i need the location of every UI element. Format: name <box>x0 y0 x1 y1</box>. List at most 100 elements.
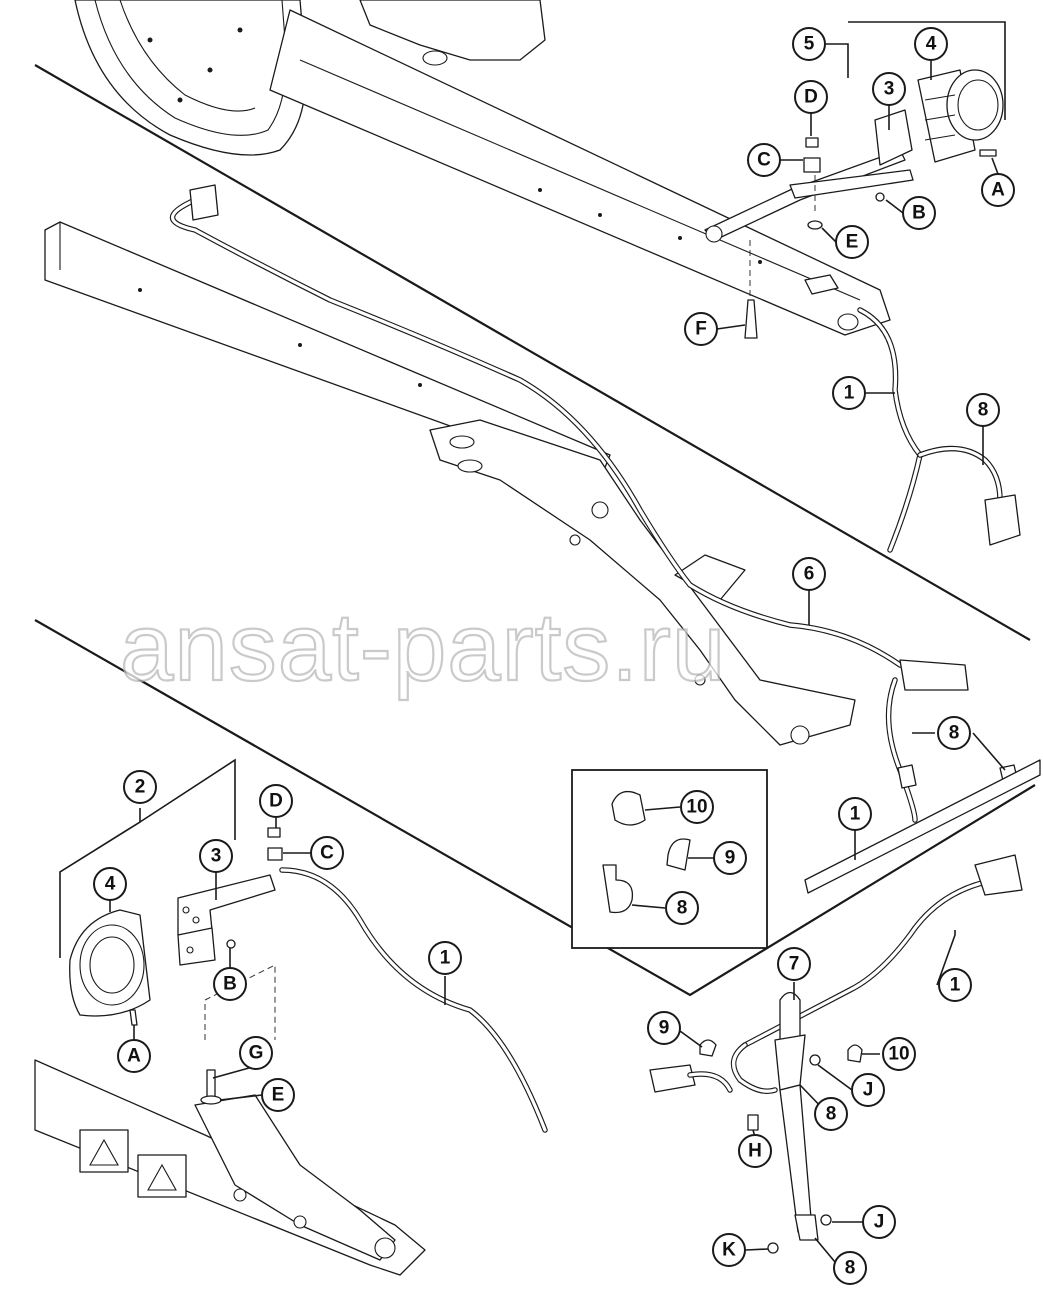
callout-top-F: F <box>684 312 718 346</box>
upper-frame-beam <box>269 0 891 336</box>
bottom-bracket <box>177 874 276 936</box>
svg-text:4: 4 <box>105 874 116 895</box>
callout-top-C: C <box>747 143 781 177</box>
nut-j-lower <box>820 1214 832 1226</box>
nut-d-top <box>805 137 819 148</box>
spacer-c-top <box>803 157 821 173</box>
wheel <box>74 0 307 156</box>
callout-top-3: 3 <box>872 72 906 106</box>
svg-text:3: 3 <box>884 79 895 100</box>
svg-text:4: 4 <box>926 34 937 55</box>
plug-connector <box>974 854 1023 896</box>
svg-text:J: J <box>874 1212 885 1233</box>
bolt-a-bottom <box>129 1009 138 1026</box>
callout-top-A: A <box>981 173 1015 207</box>
top-frame-assembly <box>44 0 1021 823</box>
nut-d-bottom <box>267 827 281 838</box>
callout-br-H: H <box>738 1134 772 1168</box>
harness-strip <box>804 759 1041 894</box>
callout-top-1: 1 <box>832 376 866 410</box>
svg-text:F: F <box>695 319 707 340</box>
washer-e-bottom <box>200 1095 222 1105</box>
callout-br-9: 9 <box>647 1011 681 1045</box>
mid-connector <box>899 659 969 691</box>
sensor-connector <box>189 184 219 221</box>
top-light-bracket <box>704 109 914 243</box>
nut-b-bottom <box>226 939 236 949</box>
callout-top-4: 4 <box>914 27 948 61</box>
svg-text:1: 1 <box>950 975 961 996</box>
bolt-f <box>744 299 758 339</box>
bolt-k <box>767 1242 779 1254</box>
clip-9-bottom <box>699 1039 717 1057</box>
svg-text:3: 3 <box>211 846 222 867</box>
bolt-h <box>747 1114 759 1131</box>
clip-10-bottom <box>847 1044 863 1063</box>
callout-bl-2: 2 <box>123 770 157 804</box>
svg-text:C: C <box>757 150 771 171</box>
svg-text:J: J <box>863 1080 874 1101</box>
svg-text:C: C <box>320 843 334 864</box>
svg-text:2: 2 <box>135 777 146 798</box>
svg-text:D: D <box>269 791 283 812</box>
callout-bl-E: E <box>261 1078 295 1112</box>
callout-bl-B: B <box>213 967 247 1001</box>
callout-br-10: 10 <box>882 1037 916 1071</box>
svg-text:8: 8 <box>677 898 688 919</box>
callout-bl-1: 1 <box>428 941 462 975</box>
pigtail-connector <box>649 1064 696 1093</box>
watermark: ansat-parts.ru <box>120 594 726 701</box>
callout-br-7: 7 <box>777 947 811 981</box>
vertical-bar <box>779 1084 813 1233</box>
svg-text:9: 9 <box>659 1018 670 1039</box>
svg-text:5: 5 <box>804 34 815 55</box>
bottom-work-light <box>69 909 151 1017</box>
svg-text:10: 10 <box>686 797 707 818</box>
clip-9-detail <box>666 838 691 871</box>
svg-text:E: E <box>272 1085 285 1106</box>
svg-text:K: K <box>722 1240 736 1261</box>
callout-mid-6: 6 <box>792 557 826 591</box>
callout-br-J-lower: J <box>862 1205 896 1239</box>
svg-text:8: 8 <box>826 1104 837 1125</box>
callout-bl-4: 4 <box>93 867 127 901</box>
callout-br-8-upper: 8 <box>814 1097 848 1131</box>
svg-text:10: 10 <box>888 1044 909 1065</box>
svg-text:8: 8 <box>949 723 960 744</box>
divider-bottom <box>34 619 1036 997</box>
svg-text:1: 1 <box>844 383 855 404</box>
callout-br-1: 1 <box>938 968 972 1002</box>
divider-top <box>34 64 1031 641</box>
callout-bl-A: A <box>117 1039 151 1073</box>
callout-br-K: K <box>712 1233 746 1267</box>
callout-br-8-lower: 8 <box>833 1251 867 1285</box>
callout-top-8: 8 <box>966 393 1000 427</box>
callout-top-E: E <box>835 225 869 259</box>
svg-text:7: 7 <box>789 954 800 975</box>
callout-mid-8: 8 <box>937 716 971 750</box>
warning-decal-2 <box>137 1154 187 1198</box>
clip-10-detail <box>611 790 646 826</box>
nut-j-upper <box>809 1054 821 1066</box>
svg-text:8: 8 <box>978 400 989 421</box>
spacer-c-bottom <box>267 847 283 861</box>
warning-decal-1 <box>79 1129 129 1173</box>
svg-text:1: 1 <box>850 804 861 825</box>
drawbar-plate <box>429 419 856 746</box>
svg-text:B: B <box>912 203 926 224</box>
clamp-8-detail <box>602 864 634 914</box>
callout-top-5: 5 <box>792 27 826 61</box>
svg-text:6: 6 <box>804 564 815 585</box>
svg-text:B: B <box>223 974 237 995</box>
svg-text:1: 1 <box>440 948 451 969</box>
svg-text:8: 8 <box>845 1258 856 1279</box>
svg-text:D: D <box>804 87 818 108</box>
callout-bl-3: 3 <box>199 839 233 873</box>
nut-b-top <box>875 192 885 202</box>
callout-bl-G: G <box>239 1036 273 1070</box>
callout-bl-C: C <box>310 836 344 870</box>
callout-inset-9: 9 <box>713 841 747 875</box>
callout-top-D: D <box>794 80 828 114</box>
washer-e-top <box>807 220 823 230</box>
